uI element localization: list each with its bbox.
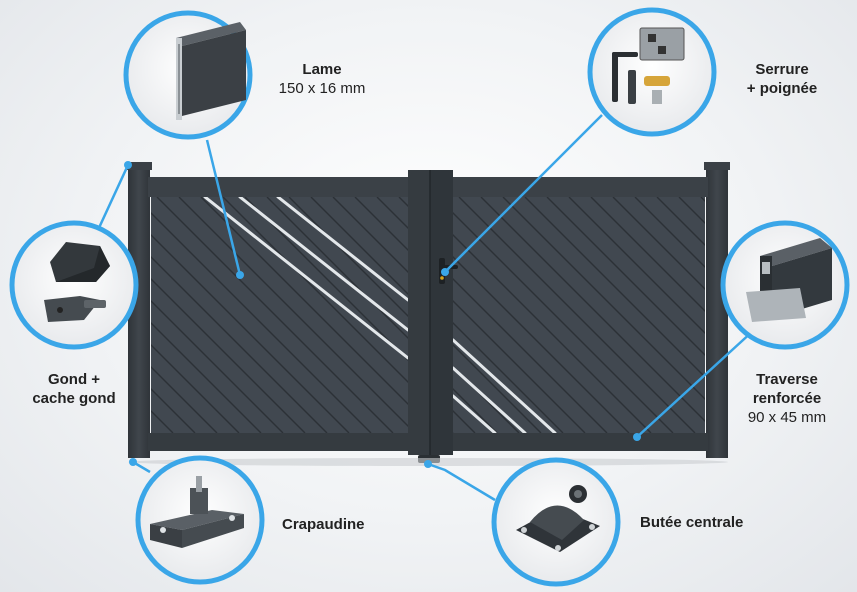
slat-line [480, 197, 705, 422]
crossbar-profile-icon [746, 238, 832, 322]
label-crapaudine: Crapaudine [282, 515, 402, 534]
hinge-cover-icon [44, 242, 110, 322]
left-post [128, 166, 150, 458]
double-gate [126, 162, 730, 466]
slat-line [568, 197, 705, 334]
callout-connectors [96, 114, 755, 502]
blade-profile-icon [176, 22, 246, 120]
center-stile-right [430, 170, 453, 455]
slat-line [222, 197, 408, 383]
slat-line [266, 197, 408, 339]
gond-line1: Gond + [47, 371, 101, 388]
butee-title: Butée centrale [640, 514, 744, 531]
callout-butee [491, 457, 621, 587]
label-traverse: Traverse renforcée 90 x 45 mm [722, 370, 852, 427]
label-lame: Lame 150 x 16 mm [262, 60, 382, 98]
traverse-line1: Traverse [756, 371, 818, 388]
slat-line [453, 212, 674, 433]
traverse-dimensions: 90 x 45 mm [747, 409, 827, 426]
right-leaf-panel [453, 197, 705, 433]
slat-line [453, 234, 652, 433]
slat-line [453, 388, 498, 433]
slat-line [151, 366, 218, 433]
slat-line [151, 234, 350, 433]
slat-line [310, 197, 408, 295]
slat-line [200, 197, 408, 405]
slat-line [656, 197, 705, 246]
slat-line [178, 197, 408, 427]
gond-line2: cache gond [32, 390, 116, 407]
crapaudine-title: Crapaudine [282, 516, 365, 533]
slat-line [244, 197, 408, 361]
slat-line [458, 197, 696, 433]
callout-lame [123, 10, 253, 140]
slat-line [502, 197, 705, 400]
connector-dots [124, 161, 641, 468]
slat-line [612, 197, 705, 290]
center-stop-icon [516, 485, 600, 552]
slat-line [151, 278, 306, 433]
slat-line [151, 344, 240, 433]
slat-line [453, 256, 630, 433]
slat-line [354, 197, 408, 251]
slat-line [546, 197, 705, 356]
slat-line [453, 278, 608, 433]
slat-line [332, 197, 408, 273]
callout-crapaudine [135, 455, 265, 585]
label-butee: Butée centrale [640, 513, 790, 532]
callout-traverse [720, 220, 850, 350]
slat-line [453, 322, 564, 433]
label-serrure: Serrure + poignée [722, 60, 842, 98]
slat-line [453, 300, 586, 433]
slat-line [524, 197, 705, 378]
left-leaf-panel [151, 197, 408, 433]
slat-line [151, 300, 284, 433]
label-gond: Gond + cache gond [4, 370, 144, 408]
slat-line [151, 388, 196, 433]
slat-line [590, 197, 705, 312]
center-stile-left [408, 170, 430, 455]
lock-handle-icon [612, 27, 685, 104]
slat-line [151, 322, 262, 433]
callout-serrure [587, 7, 717, 137]
serrure-line1: Serrure [755, 61, 809, 78]
pivot-base-icon [150, 476, 244, 548]
callout-gond [9, 220, 139, 350]
lame-dimensions: 150 x 16 mm [278, 80, 366, 97]
slat-line [156, 197, 394, 433]
serrure-line2: + poignée [746, 80, 818, 97]
traverse-line2: renforcée [752, 390, 822, 407]
slat-line [453, 344, 542, 433]
slat-line [634, 197, 705, 268]
lame-title: Lame [302, 61, 342, 78]
slat-line [151, 256, 328, 433]
right-post [706, 166, 728, 458]
slat-line [151, 212, 372, 433]
